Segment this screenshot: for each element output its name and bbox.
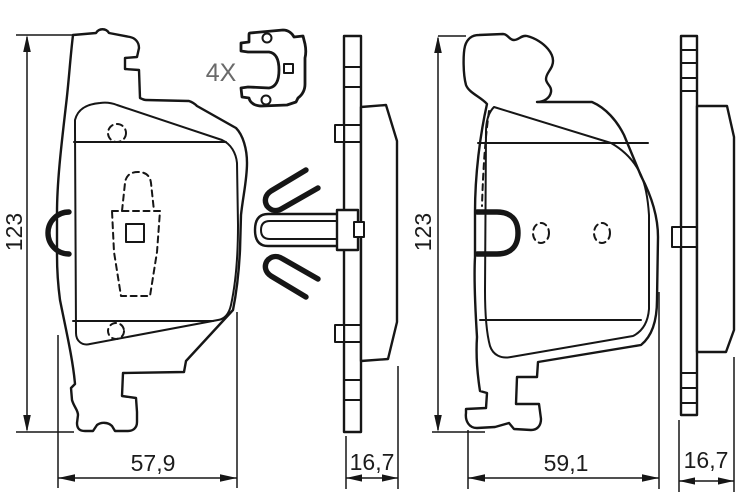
- arrow-up-icon: [23, 35, 31, 52]
- right-pad-sensor-notch: [474, 209, 521, 257]
- arrow-right-icon: [642, 474, 659, 482]
- arrow-right-icon: [718, 477, 734, 485]
- profile2-friction-block: [695, 104, 736, 354]
- wear-sensor-square: [125, 223, 145, 243]
- profile-guide-lug-top: [334, 124, 345, 143]
- wear-sensor-dashed-outline: [111, 171, 161, 297]
- arrow-left-icon: [346, 474, 362, 482]
- arrow-left-icon: [468, 474, 485, 482]
- left-pad-backplate-outline: [55, 28, 249, 433]
- profile2-backplate: [679, 34, 699, 417]
- right-height-label: 123: [410, 213, 436, 251]
- profile2-backplate-segments: [680, 49, 698, 404]
- profile-guide-lug-bottom: [334, 324, 345, 343]
- arrow-left-icon: [58, 474, 75, 482]
- left-pad-hole-top: [107, 123, 127, 143]
- sensor-boss-outer: [253, 212, 345, 248]
- dim-height-right: 123: [410, 35, 485, 433]
- arrow-up-icon: [434, 36, 442, 53]
- left-height-label: 123: [1, 213, 27, 251]
- clip-hole-top: [261, 32, 273, 44]
- left-thickness-label: 16,7: [350, 449, 395, 475]
- dim-width-right: 59,1: [467, 292, 660, 489]
- clip-quantity-label: 4X: [206, 59, 237, 87]
- retaining-clip-view: 4X: [206, 28, 308, 108]
- profile-friction-block: [359, 103, 399, 363]
- right-width-label: 59,1: [544, 450, 589, 476]
- dim-thickness-right-profile: 16,7: [678, 357, 735, 492]
- profile2-guide-lug: [671, 226, 682, 248]
- right-pad-hole-left: [532, 222, 550, 244]
- clip-outline: [239, 28, 308, 108]
- pad-side-profile-right: [671, 34, 736, 417]
- dim-height-left: 123: [1, 34, 74, 433]
- right-pad-friction-outline: [484, 106, 650, 359]
- spring-hook-top: [262, 167, 321, 214]
- left-pad-sensor-notch: [45, 209, 72, 257]
- clip-square-hole: [283, 63, 294, 74]
- arrow-left-icon: [679, 477, 695, 485]
- arrow-right-icon: [220, 474, 237, 482]
- dim-width-left: 57,9: [57, 312, 238, 488]
- left-pad-front-view: [45, 28, 249, 433]
- left-pad-friction-outline: [74, 101, 239, 346]
- profile-backplate-segments: [343, 66, 362, 401]
- clip-hole-bottom: [260, 94, 272, 106]
- left-width-label: 57,9: [131, 450, 176, 476]
- arrow-down-icon: [434, 415, 442, 432]
- arrow-down-icon: [23, 415, 31, 432]
- pad-side-profile-left: [253, 34, 399, 434]
- right-pad-hole-right: [593, 222, 611, 244]
- sensor-boss-inner: [260, 220, 344, 240]
- right-pad-edge-dashed-line: [481, 110, 490, 207]
- arrow-right-icon: [382, 474, 398, 482]
- sensor-boss-nub: [353, 221, 365, 238]
- right-thickness-label: 16,7: [684, 447, 729, 473]
- right-pad-backplate-outline: [462, 32, 660, 432]
- left-pad-hole-bottom: [107, 322, 125, 340]
- dim-thickness-left-profile: 16,7: [345, 366, 399, 489]
- right-pad-front-view: [462, 32, 660, 432]
- left-pad-sensor-notch-stubs: [56, 211, 70, 255]
- spring-hook-bottom: [262, 253, 321, 300]
